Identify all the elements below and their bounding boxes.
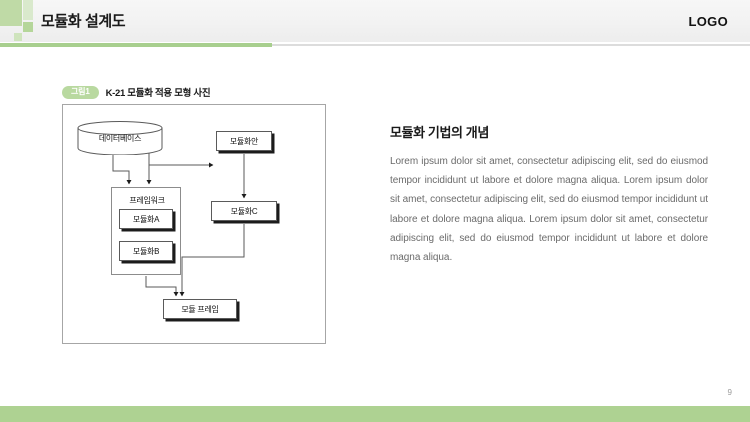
page-title: 모듈화 설계도 [41, 13, 126, 30]
figure-badge: 그림1 [62, 85, 99, 99]
decor-square-small [14, 33, 22, 41]
slide-header: 모듈화 설계도 LOGO [0, 0, 750, 42]
diagram-connectors [112, 153, 247, 297]
decor-square-large [0, 0, 22, 26]
node-module-frame: 모듈 프레임 [163, 299, 237, 319]
decor-square-top [23, 0, 33, 20]
diagram-frame: 데이터베이스 프레임워크 모듈화A 모듈화B 모듈화안 모듈화C 모듈 프레임 [62, 104, 326, 344]
page-number: 9 [727, 388, 732, 397]
content-body: Lorem ipsum dolor sit amet, consectetur … [390, 156, 708, 263]
database-cylinder-icon [77, 121, 163, 155]
decor-square-mid [23, 22, 33, 32]
figure-caption: 그림1 K-21 모듈화 적용 모형 사진 [62, 85, 211, 99]
header-divider [0, 44, 750, 46]
figure-title: K-21 모듈화 적용 모형 사진 [105, 88, 211, 99]
database-label: 데이터베이스 [98, 134, 142, 143]
content-column: 모듈화 기법의 개념 Lorem ipsum dolor sit amet, c… [390, 122, 708, 267]
node-module-b: 모듈화B [119, 241, 173, 261]
logo: LOGO [688, 14, 728, 29]
header-divider-accent [0, 43, 272, 47]
framework-label: 프레임워크 [129, 196, 165, 205]
node-module-c: 모듈화C [211, 201, 277, 221]
node-module-plan: 모듈화안 [216, 131, 272, 151]
framework-container: 프레임워크 [111, 187, 181, 275]
content-heading: 모듈화 기법의 개념 [390, 125, 489, 140]
database-node: 데이터베이스 [77, 121, 163, 155]
node-module-a: 모듈화A [119, 209, 173, 229]
footer-bar [0, 406, 750, 422]
